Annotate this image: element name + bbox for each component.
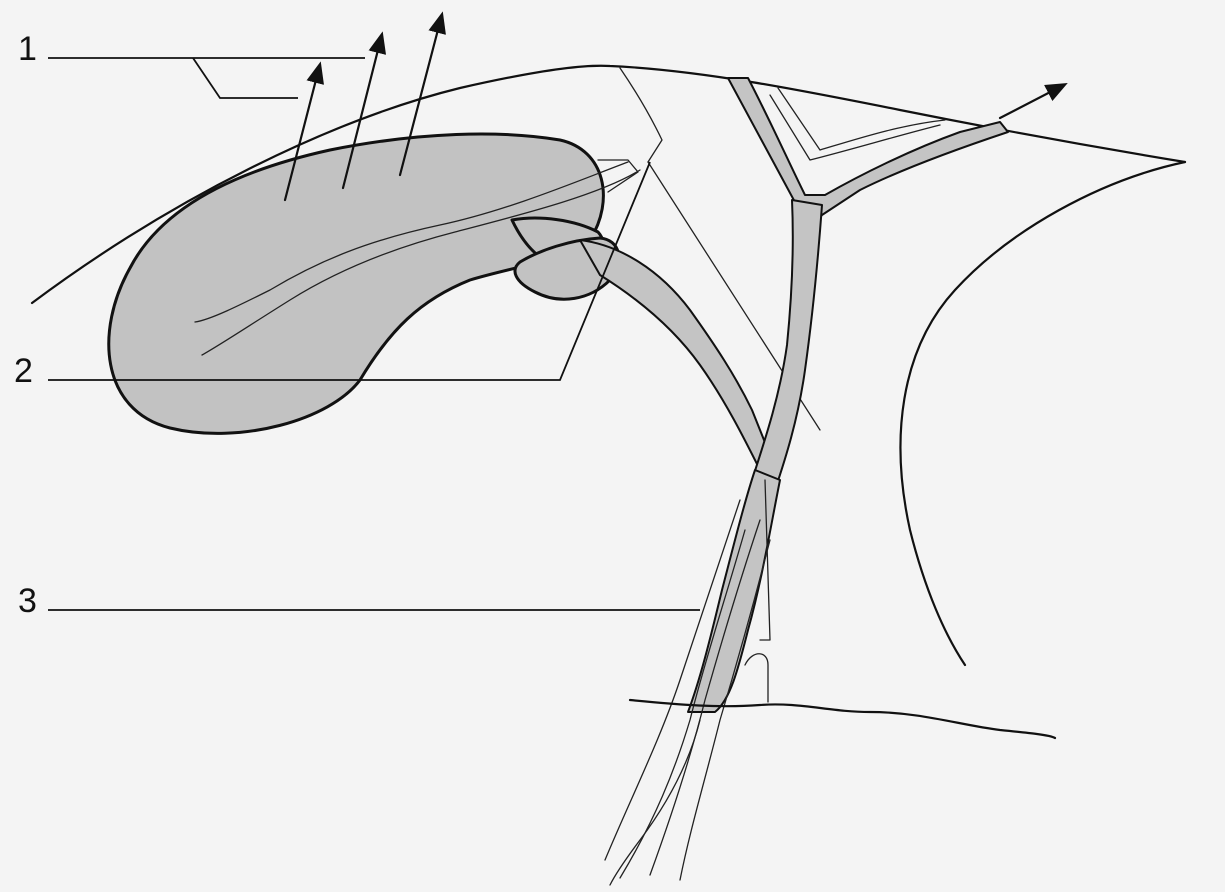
label-3: 3 <box>18 582 37 620</box>
label-2: 2 <box>14 352 33 390</box>
label-1: 1 <box>18 30 37 68</box>
